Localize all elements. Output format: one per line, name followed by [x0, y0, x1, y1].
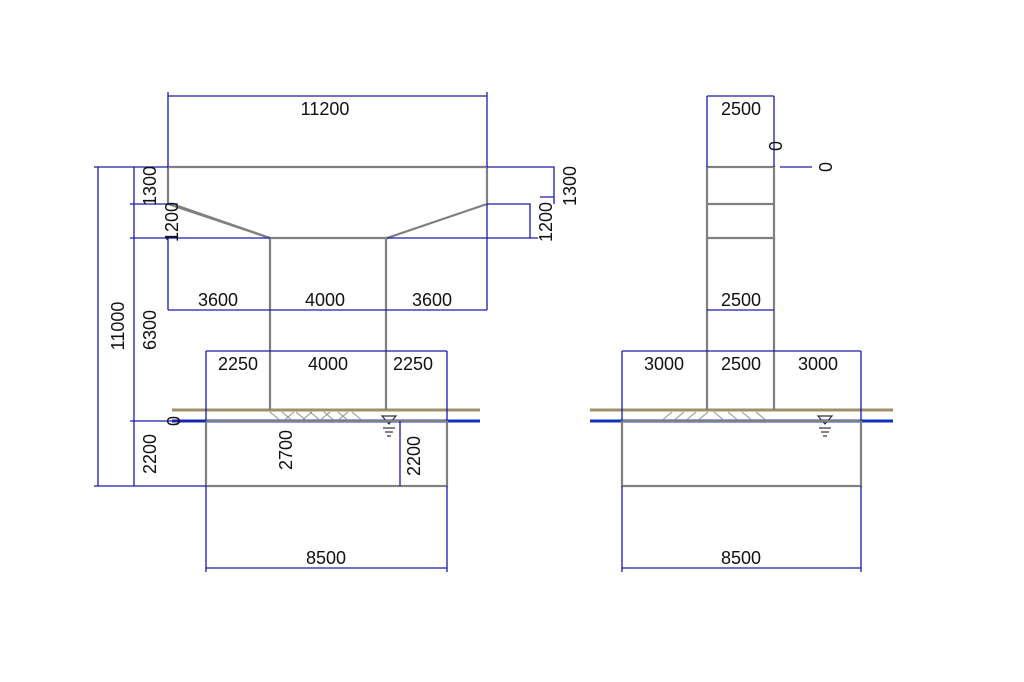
- dim-footing-height-left: 2200: [140, 434, 160, 474]
- dim-ground-zero: 0: [164, 416, 184, 426]
- water-level-icon: [816, 415, 834, 437]
- dim-overhang-right: 3600: [412, 290, 452, 310]
- dim-footing-edge-left: 2250: [218, 354, 258, 374]
- dim-cap-top-right: 1300: [560, 166, 580, 206]
- dim-total-height: 11000: [108, 302, 128, 351]
- dim-column-width-side: 2500: [721, 290, 761, 310]
- dim-footing-edge-right-side: 3000: [798, 354, 838, 374]
- footing-side: [620, 419, 863, 488]
- water-level-icon: [380, 415, 398, 437]
- pier-cap-side: [705, 165, 776, 240]
- dim-footing-column-width-side: 2500: [721, 354, 761, 374]
- soil-hatch-side: [659, 411, 769, 423]
- dim-top-offset-right: 0: [816, 162, 836, 172]
- dim-column-height: 6300: [140, 310, 160, 350]
- cap-taper-line: [177, 204, 271, 240]
- dim-footing-edge-left-side: 3000: [644, 354, 684, 374]
- soil-hatch: [269, 411, 365, 423]
- dim-cap-taper-left: 1200: [162, 202, 182, 242]
- dim-embed-depth: 2700: [276, 430, 296, 470]
- front-view: 11200 11000 1300 1200 6300 0 2200 1300 1…: [94, 92, 580, 572]
- dim-footing-width-side: 8500: [721, 548, 761, 568]
- dim-cap-width: 11200: [301, 99, 350, 119]
- dim-column-spacing: 4000: [305, 290, 345, 310]
- footing: [204, 419, 449, 488]
- dim-footing-width: 8500: [306, 548, 346, 568]
- dim-footing-height-right: 2200: [404, 436, 424, 476]
- dim-footing-column-spacing: 4000: [308, 354, 348, 374]
- dim-overhang-left: 3600: [198, 290, 238, 310]
- side-view: 2500 0 0 2500 3000 2500 3000 8500: [590, 95, 893, 572]
- dim-top-offset: 0: [766, 141, 786, 151]
- dim-footing-edge-right: 2250: [393, 354, 433, 374]
- dim-cap-taper-right: 1200: [536, 202, 556, 242]
- dim-cap-width-side: 2500: [721, 99, 761, 119]
- dim-cap-top-left: 1300: [140, 166, 160, 206]
- pier-cap: [166, 165, 489, 240]
